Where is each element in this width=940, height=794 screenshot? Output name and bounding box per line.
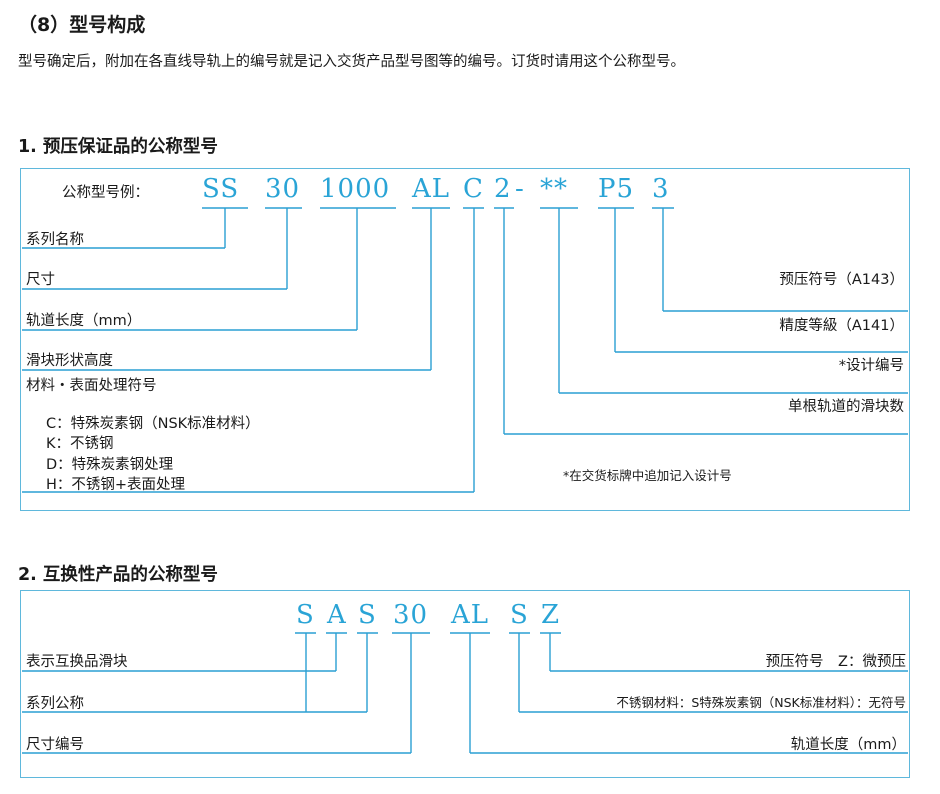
label-preload: 预压符号（A143） bbox=[779, 272, 904, 288]
code-size: 30 bbox=[265, 174, 301, 204]
label-blocks-per-rail: 单根轨道的滑块数 bbox=[788, 399, 904, 415]
label2-material: 不锈钢材料：S特殊炭素钢（NSK标准材料）：无符号 bbox=[616, 695, 906, 710]
code-series: SS bbox=[202, 174, 240, 204]
code-preload: 3 bbox=[652, 174, 670, 204]
label2-series: 系列公称 bbox=[26, 696, 84, 712]
label2-preload: 预压符号 Z：微预压 bbox=[765, 654, 906, 670]
code-rail-length: 1000 bbox=[320, 174, 391, 204]
material-option: D：特殊炭素钢处理 bbox=[46, 457, 174, 473]
code-dash: - bbox=[515, 174, 525, 204]
material-option: C：特殊炭素钢（NSK标准材料） bbox=[46, 416, 260, 432]
code2-s1: S bbox=[296, 600, 315, 630]
material-option: K：不锈钢 bbox=[46, 436, 114, 452]
code2-a: A bbox=[327, 600, 347, 630]
label2-rail-length: 轨道长度（mm） bbox=[790, 737, 906, 753]
section2-box bbox=[20, 590, 910, 778]
code2-size: 30 bbox=[393, 600, 429, 630]
material-option: H：不锈钢+表面处理 bbox=[46, 477, 186, 493]
intro-text: 型号确定后，附加在各直线导轨上的编号就是记入交货产品型号图等的编号。订货时请用这… bbox=[18, 54, 685, 70]
code2-z: Z bbox=[541, 600, 561, 630]
label-material: 材料・表面处理符号 bbox=[26, 378, 157, 394]
label-design-no: *设计编号 bbox=[838, 358, 904, 374]
page-title: （8）型号构成 bbox=[18, 14, 146, 36]
label-size: 尺寸 bbox=[26, 272, 55, 288]
section1-heading: 1. 预压保证品的公称型号 bbox=[18, 137, 218, 157]
footnote: *在交货标牌中追加记入设计号 bbox=[563, 468, 732, 483]
code-accuracy: P5 bbox=[598, 174, 635, 204]
code-block-height: AL bbox=[412, 174, 451, 204]
label2-size-no: 尺寸编号 bbox=[26, 737, 84, 753]
section1-box bbox=[20, 168, 910, 511]
label-series: 系列名称 bbox=[26, 232, 84, 248]
code2-al: AL bbox=[451, 600, 490, 630]
example-label: 公称型号例： bbox=[62, 185, 149, 201]
section2-heading: 2. 互换性产品的公称型号 bbox=[18, 565, 218, 585]
code-design: ** bbox=[540, 174, 568, 204]
label-block-height: 滑块形状高度 bbox=[26, 353, 113, 369]
code-material: C bbox=[463, 174, 484, 204]
code2-s2: S bbox=[358, 600, 377, 630]
code2-s3: S bbox=[510, 600, 529, 630]
label-accuracy: 精度等級（A141） bbox=[779, 318, 904, 334]
label-rail-length: 轨道长度（mm） bbox=[26, 313, 142, 329]
code-blocks: 2 bbox=[494, 174, 512, 204]
label2-interchangeable: 表示互换品滑块 bbox=[26, 654, 128, 670]
